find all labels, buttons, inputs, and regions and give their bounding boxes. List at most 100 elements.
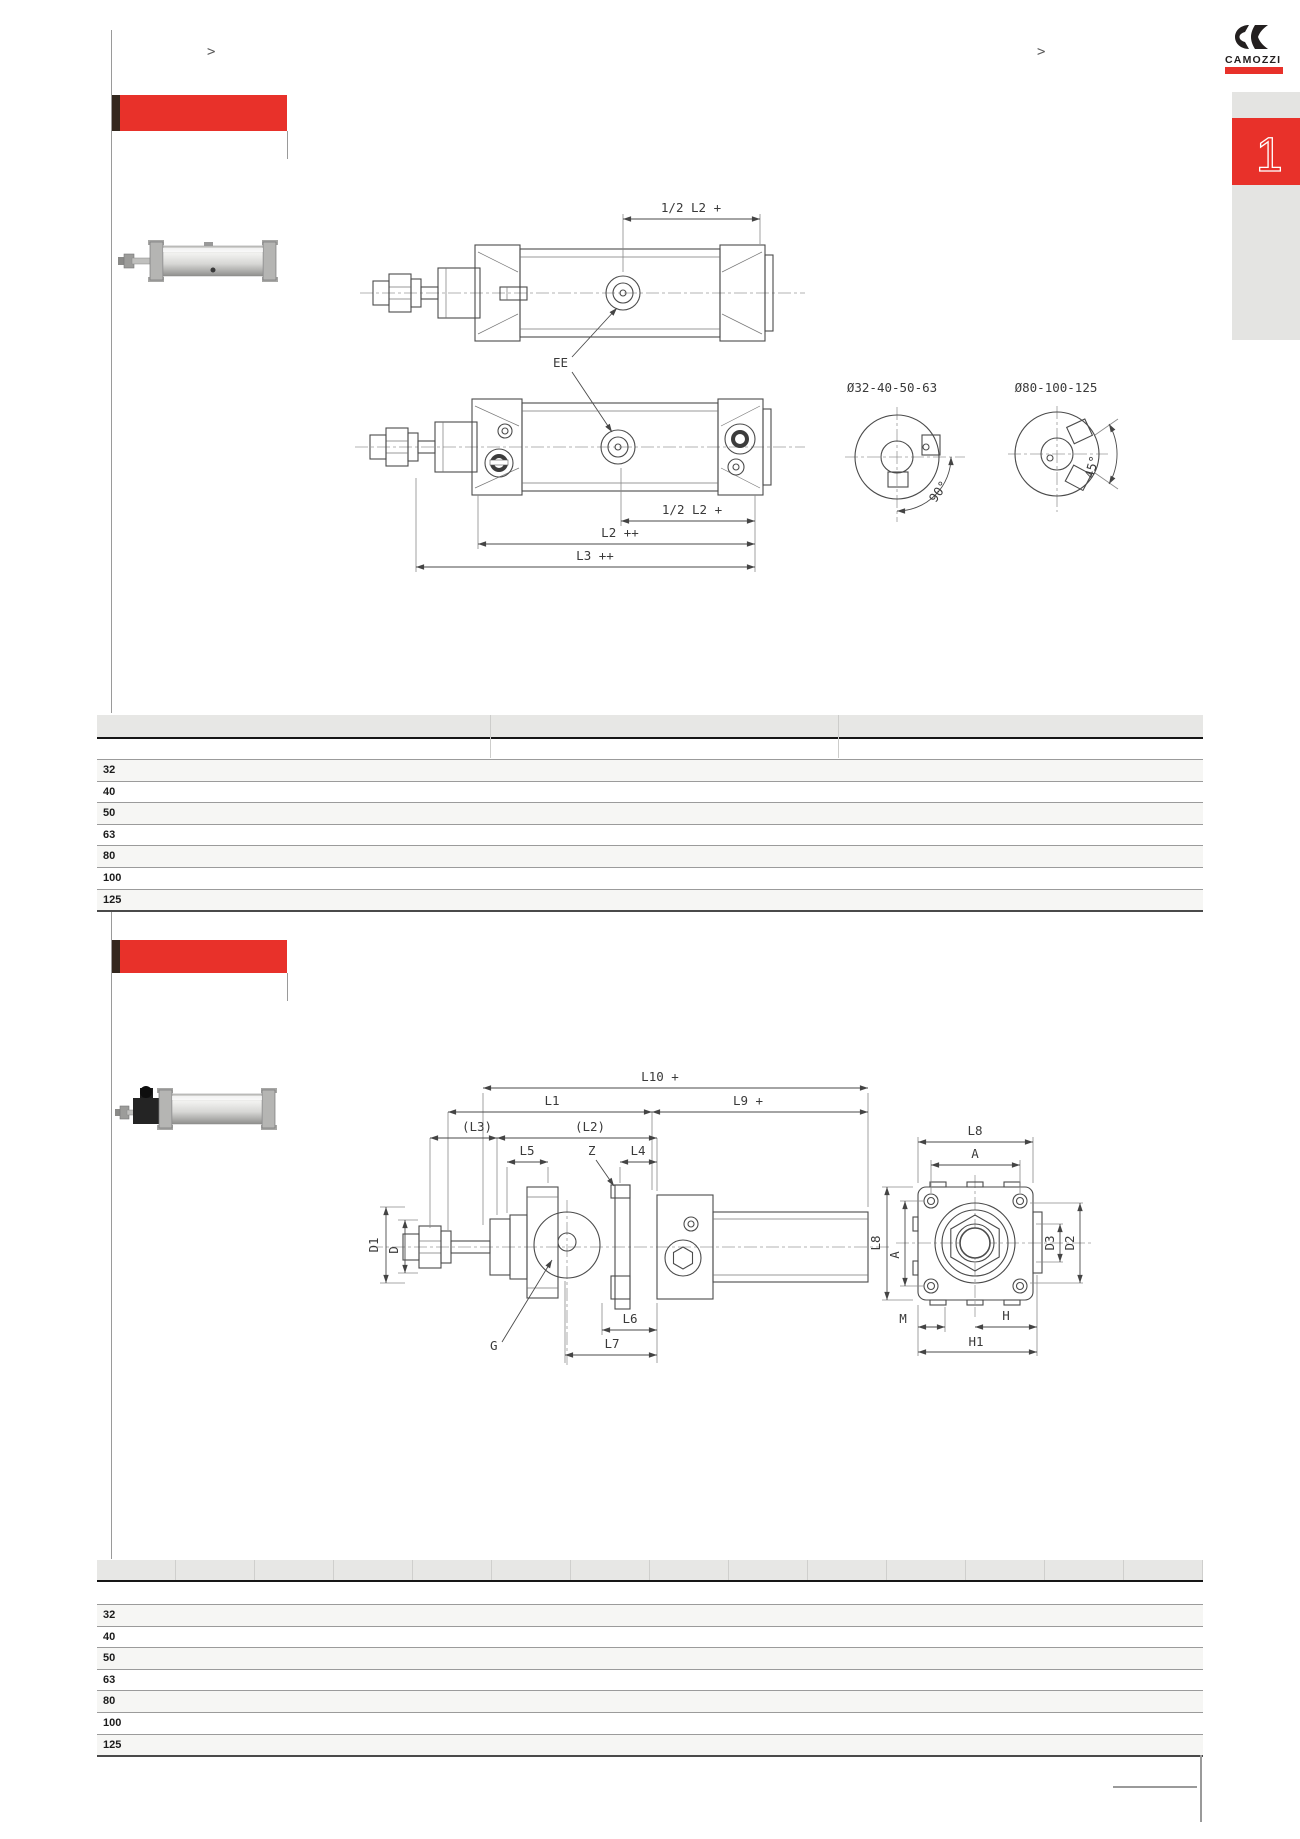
port-circle-bottom-view — [600, 429, 636, 465]
dim-d2: D2 — [1062, 1235, 1077, 1250]
technical-drawing-section1: 1/2 L2 + EE — [355, 200, 1119, 572]
breadcrumb-chevron-right: > — [1037, 44, 1046, 60]
side-tab-chapter: 1 — [1232, 118, 1300, 185]
table-row: 32 — [97, 760, 1203, 782]
dimensions-table-2: 32 40 50 63 80 100 125 — [97, 1560, 1203, 1758]
camozzi-logo-text: CAMOZZI — [1225, 54, 1282, 66]
label-g: G — [490, 1338, 498, 1353]
breadcrumb-chevron-left: > — [207, 44, 216, 60]
bore-size-label: 80 — [103, 1695, 116, 1708]
table-row: 100 — [97, 1712, 1203, 1735]
column-divider — [838, 715, 839, 758]
section1-title-bar-accent — [112, 95, 120, 131]
dim-l6: L6 — [622, 1311, 637, 1326]
section2-title-bar-accent — [112, 940, 120, 973]
section1-bar-tail-rule — [287, 131, 288, 159]
camozzi-logo-underline — [1225, 67, 1283, 74]
dim-half-l2: 1/2 L2 + — [662, 502, 722, 517]
dim-d3: D3 — [1042, 1235, 1057, 1250]
bore-size-label: 40 — [103, 785, 116, 798]
dim-l3: L3 ++ — [576, 548, 614, 563]
table-row: 32 — [97, 1605, 1203, 1627]
section-view-small-bores: Ø32-40-50-63 90° — [845, 380, 965, 522]
section2-bar-tail-rule — [287, 973, 288, 1001]
camozzi-logo-icon — [1235, 25, 1268, 49]
table-row: 80 — [97, 846, 1203, 868]
footer-vertical-rule — [1200, 1755, 1202, 1822]
side-view-dimensions: L10 + L1 L9 + (L3) (L2) L5 Z L4 D1 — [366, 1069, 869, 1363]
section-label-large: Ø80-100-125 — [1015, 380, 1098, 395]
table-row: 40 — [97, 781, 1203, 804]
dim-l10: L10 + — [641, 1069, 679, 1084]
section1-title-bar — [112, 95, 287, 131]
dim-d: D — [386, 1246, 401, 1254]
side-view-bottom: 1/2 L2 + L2 ++ L3 ++ — [355, 398, 805, 572]
side-view-trunnion — [370, 1184, 890, 1365]
ee-leader-bottom — [571, 371, 613, 433]
chapter-number-text: 1 — [1256, 129, 1283, 182]
dim-h1: H1 — [968, 1334, 983, 1349]
bore-size-label: 125 — [103, 1738, 122, 1751]
port-label-ee: EE — [553, 355, 568, 370]
section-label-small: Ø32-40-50-63 — [847, 380, 937, 395]
bore-size-label: 32 — [103, 764, 116, 776]
bore-size-label: 63 — [103, 1673, 116, 1686]
bore-size-label: 80 — [103, 850, 116, 863]
chapter-number: 1 — [1255, 128, 1283, 182]
label-z: Z — [588, 1143, 596, 1158]
dim-l5: L5 — [519, 1143, 534, 1158]
dimensions-table-1: 32 40 50 63 80 100 125 — [97, 715, 1203, 913]
dim-l2-paren: (L2) — [575, 1119, 605, 1134]
dim-a-top: A — [971, 1146, 979, 1161]
dim-l1: L1 — [544, 1093, 559, 1108]
table1-subheader-row — [97, 739, 1203, 760]
table-row: 63 — [97, 1669, 1203, 1692]
table-row: 80 — [97, 1691, 1203, 1713]
footer-rule — [1113, 1786, 1197, 1788]
left-margin-rule-bottom — [111, 911, 112, 1559]
table-row: 63 — [97, 824, 1203, 847]
table-row: 50 — [97, 1648, 1203, 1670]
dim-l3-paren: (L3) — [462, 1119, 492, 1134]
dim-l8-top: L8 — [967, 1123, 982, 1138]
table-row: 40 — [97, 1626, 1203, 1649]
dim-l4: L4 — [630, 1143, 645, 1158]
side-view-top: 1/2 L2 + — [360, 200, 805, 342]
bore-size-label: 50 — [103, 807, 116, 820]
table-row: 125 — [97, 889, 1203, 913]
table-row: 50 — [97, 803, 1203, 825]
bore-size-label: 40 — [103, 1630, 116, 1643]
dim-l7: L7 — [604, 1336, 619, 1351]
ee-leader-top — [571, 307, 618, 358]
dim-m: M — [899, 1311, 907, 1326]
port-circle-top-view — [605, 275, 641, 311]
dim-l2: L2 ++ — [601, 525, 639, 540]
column-divider — [490, 715, 491, 758]
angle-90-label: 90° — [926, 478, 951, 505]
dim-top-half-l2: 1/2 L2 + — [661, 200, 721, 215]
bore-size-label: 100 — [103, 1716, 122, 1729]
angle-45-label: 45° — [1081, 454, 1101, 480]
camozzi-logo: CAMOZZI — [1225, 25, 1285, 74]
bore-size-label: 125 — [103, 893, 122, 906]
left-margin-rule-top — [111, 30, 112, 713]
bore-size-label: 50 — [103, 1652, 116, 1665]
section-view-large-bores: Ø80-100-125 45° — [1008, 380, 1119, 512]
table1-header — [97, 715, 1203, 739]
product-photo-cylinder-2 — [115, 1086, 277, 1130]
section2-title-bar — [112, 940, 287, 973]
table2-header — [97, 1560, 1203, 1582]
table-row: 100 — [97, 867, 1203, 890]
dim-a-side: A — [887, 1251, 902, 1259]
dim-l9: L9 + — [733, 1093, 763, 1108]
technical-drawing-section2: L10 + L1 L9 + (L3) (L2) L5 Z L4 D1 — [366, 1069, 1092, 1365]
dim-h: H — [1002, 1308, 1010, 1323]
bore-size-label: 32 — [103, 1609, 116, 1621]
dim-d1: D1 — [366, 1237, 381, 1252]
table2-subheader-row — [97, 1582, 1203, 1605]
end-view: L8 A L8 A D3 D2 M — [868, 1123, 1092, 1356]
dim-l8-side: L8 — [868, 1235, 883, 1250]
trunnion-boss-circle — [533, 1211, 601, 1279]
table-row: 125 — [97, 1734, 1203, 1758]
